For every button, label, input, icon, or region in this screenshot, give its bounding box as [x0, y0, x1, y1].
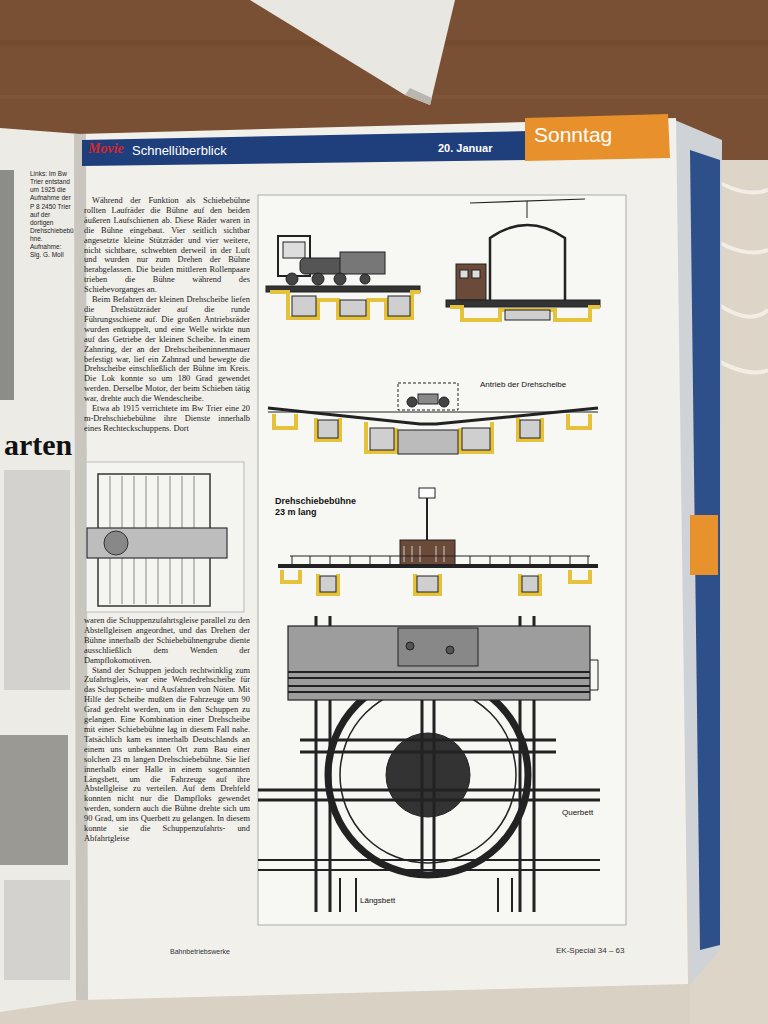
left-page: [0, 128, 80, 1012]
text-column: Während der Funktion als Schiebebühne ro…: [84, 196, 250, 460]
text-column: waren die Schuppenzufahrtsgleise paralle…: [84, 616, 250, 926]
footer-page-number: EK-Special 34 – 63: [556, 946, 625, 955]
magazine-logo: Movie: [88, 141, 124, 157]
left-page-textlines: [4, 470, 70, 690]
paper-edge: [405, 88, 432, 105]
end-view-figure: [446, 199, 600, 320]
body-paragraph: Stand der Schuppen jedoch rechtwinklig z…: [84, 666, 250, 844]
figure-label: Querbett: [560, 808, 595, 817]
inset-plan-figure: [86, 462, 244, 612]
wood-table: [0, 0, 768, 175]
drive-section-figure: [268, 383, 598, 454]
wood-grain: [0, 95, 768, 99]
paper-sheet: [250, 0, 455, 105]
body-paragraph: waren die Schuppenzufahrtsgleise paralle…: [84, 616, 250, 666]
body-paragraph: Während der Funktion als Schiebebühne ro…: [84, 196, 250, 295]
page-stack-tab: [690, 515, 718, 575]
photo-caption: Links: Im Bw Trier entstand um 1925 die …: [30, 170, 74, 259]
footer-section: Bahnbetriebswerke: [170, 948, 230, 955]
figure-label: Antrieb der Drehscheibe: [478, 380, 568, 389]
left-page-textlines: [4, 880, 70, 980]
header-tab: [525, 114, 670, 161]
figure-label: Längsbett: [358, 896, 397, 905]
header-date: 20. Januar: [438, 142, 492, 154]
left-page-photo: [0, 170, 14, 400]
figure-label: Drehschiebebühne 23 m lang: [275, 496, 367, 518]
page-stack-blue: [690, 150, 720, 950]
header-bar: [82, 131, 530, 166]
body-paragraph: Beim Befahren der kleinen Drehscheibe li…: [84, 295, 250, 404]
body-paragraph: Etwa ab 1915 verrichtete im Bw Trier ein…: [84, 404, 250, 434]
plan-view-figure: [258, 616, 600, 912]
drawing-frame: [258, 195, 626, 925]
header-title: Schnellüberblick: [132, 143, 227, 158]
right-page: [78, 118, 688, 1000]
left-page-photo: [0, 735, 68, 865]
header-day: Sonntag: [534, 123, 612, 147]
side-section-figure: [266, 236, 420, 318]
section-heading: arten: [4, 428, 72, 462]
